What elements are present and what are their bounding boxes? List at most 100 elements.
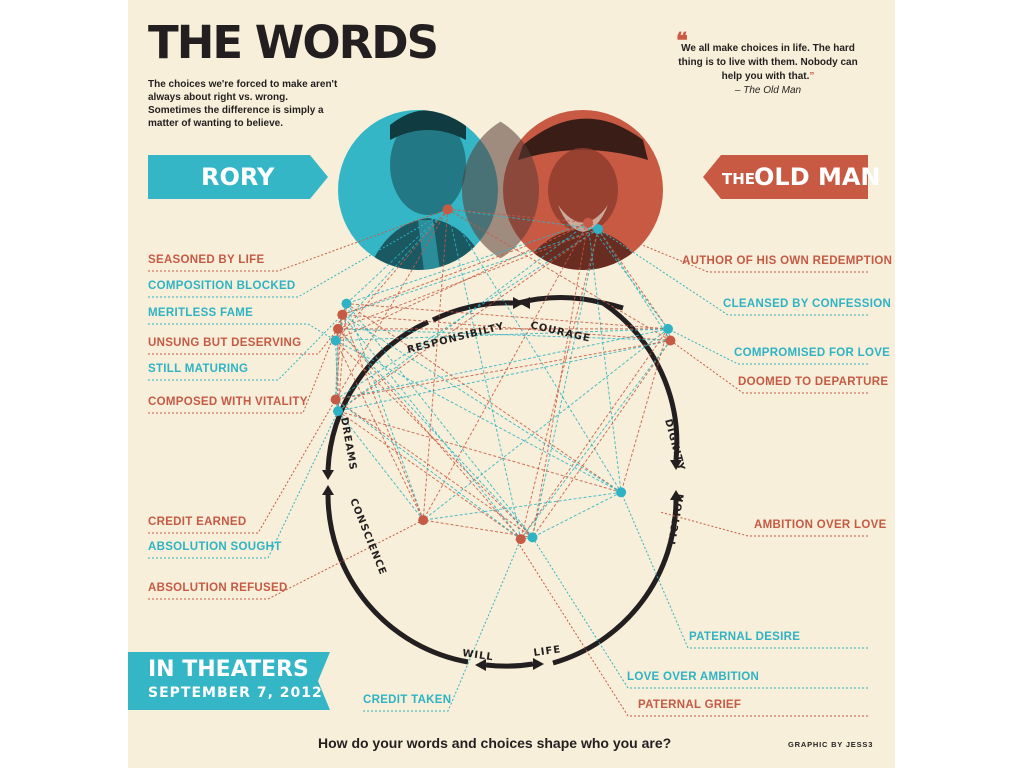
chord-line <box>337 228 599 412</box>
chord-line <box>346 303 669 330</box>
leader-line <box>597 228 868 316</box>
chord-line <box>341 314 522 540</box>
leader-line <box>148 323 336 341</box>
leader-line <box>148 214 440 298</box>
chord-line <box>337 328 533 538</box>
quote-author: – The Old Man <box>734 85 802 96</box>
chord-line <box>337 340 671 412</box>
chord-diagram: RESPONSIBILTY COURAGE DIGNITY FICTION LI… <box>128 110 868 717</box>
chord-line <box>346 303 424 521</box>
chord-line <box>335 222 589 341</box>
leader-line <box>667 328 868 365</box>
chord-line <box>532 228 599 538</box>
chord-line <box>447 208 671 341</box>
chord-line <box>335 328 339 400</box>
label-author-of-his-own-redemption: AUTHOR OF HIS OWN REDEMPTION <box>682 255 893 267</box>
chord-line <box>341 314 424 521</box>
leader-line <box>620 492 868 649</box>
release-title: IN THEATERS <box>148 657 309 682</box>
chord-line <box>335 328 669 341</box>
label-credit-earned: CREDIT EARNED <box>148 516 247 528</box>
ring-node <box>333 323 343 334</box>
chord-line <box>342 314 622 493</box>
leader-line <box>148 314 343 381</box>
leader-line <box>670 340 868 394</box>
chord-line <box>337 328 522 540</box>
chord-line <box>520 328 669 540</box>
label-seasoned-by-life: SEASONED BY LIFE <box>148 254 265 266</box>
leader-line <box>363 538 522 712</box>
chord-line <box>447 209 522 540</box>
chord-line <box>337 410 522 540</box>
leader-line <box>148 328 339 355</box>
leader-line <box>148 399 337 534</box>
word-ring <box>322 295 682 671</box>
quote-block: ❝ We all make choices in life. The hard … <box>668 30 868 98</box>
ring-node <box>330 335 341 346</box>
chord-line <box>335 209 449 400</box>
chord-line <box>337 410 424 521</box>
label-composition-blocked: COMPOSITION BLOCKED <box>148 280 296 292</box>
chord-line <box>346 303 622 493</box>
graphic-credit: GRAPHIC BY JESS3 <box>788 740 874 749</box>
chord-line <box>337 328 671 341</box>
chord-line <box>337 222 589 412</box>
chord-line <box>337 303 347 412</box>
label-compromised-for-love: COMPROMISED FOR LOVE <box>734 347 891 359</box>
release-banner <box>128 652 330 710</box>
portrait-overlap <box>461 121 540 259</box>
keyword-life: LIFE <box>533 644 562 659</box>
ring-node <box>616 487 627 498</box>
chord-line <box>422 328 669 521</box>
chord-lines <box>335 208 671 540</box>
label-cleansed-by-confession: CLEANSED BY CONFESSION <box>723 298 892 310</box>
label-composed-with-vitality: COMPOSED WITH VITALITY <box>148 396 308 408</box>
chord-line <box>447 208 589 224</box>
chord-line <box>335 340 622 493</box>
label-meritless-fame: MERITLESS FAME <box>148 307 254 319</box>
old-man-portrait <box>503 110 663 270</box>
leader-line <box>148 208 448 272</box>
chord-line <box>335 399 522 540</box>
old-man-prefix: THE <box>722 170 756 188</box>
chord-line <box>423 491 622 521</box>
chord-line <box>335 328 669 400</box>
ring-node <box>337 309 348 320</box>
ring-node <box>583 217 593 228</box>
ring-node <box>333 406 343 417</box>
chord-line <box>587 222 669 330</box>
chord-line <box>597 228 669 330</box>
intro-text: The choices we're forced to make aren't … <box>148 79 338 129</box>
chord-line <box>335 340 671 400</box>
leader-line <box>148 519 424 600</box>
chord-line <box>520 340 671 540</box>
chord-line <box>447 208 599 230</box>
quote-text: We all make choices in life. The hard th… <box>678 43 858 82</box>
label-love-over-ambition: LOVE OVER AMBITION <box>627 671 760 683</box>
ring-node <box>341 298 352 309</box>
chord-line <box>342 222 589 316</box>
keyword-conscience: CONSCIENCE <box>347 497 388 577</box>
chord-line <box>532 491 622 538</box>
label-still-maturing: STILL MATURING <box>148 363 249 375</box>
old-man-label: OLD MAN <box>754 163 881 191</box>
rory-label: RORY <box>201 163 275 191</box>
ring-node <box>665 335 676 346</box>
label-doomed-to-departure: DOOMED TO DEPARTURE <box>738 376 889 388</box>
rory-banner <box>148 155 328 199</box>
chord-line <box>422 222 589 521</box>
chord-line <box>337 228 599 330</box>
label-absolution-sought: ABSOLUTION SOUGHT <box>148 541 282 553</box>
keyword-courage: COURAGE <box>529 320 591 345</box>
leader-line <box>660 511 868 537</box>
ring-node <box>527 532 538 543</box>
chord-line <box>346 208 449 304</box>
chord-line <box>532 340 671 538</box>
page-title: THE WORDS <box>148 16 439 69</box>
old-man-banner <box>703 155 868 199</box>
label-ambition-over-love: AMBITION OVER LOVE <box>754 519 887 531</box>
label-unsung-but-deserving: UNSUNG BUT DESERVING <box>148 337 302 349</box>
rory-portrait <box>338 110 498 270</box>
release-date: SEPTEMBER 7, 2012 <box>148 685 323 701</box>
chord-line <box>532 222 589 538</box>
